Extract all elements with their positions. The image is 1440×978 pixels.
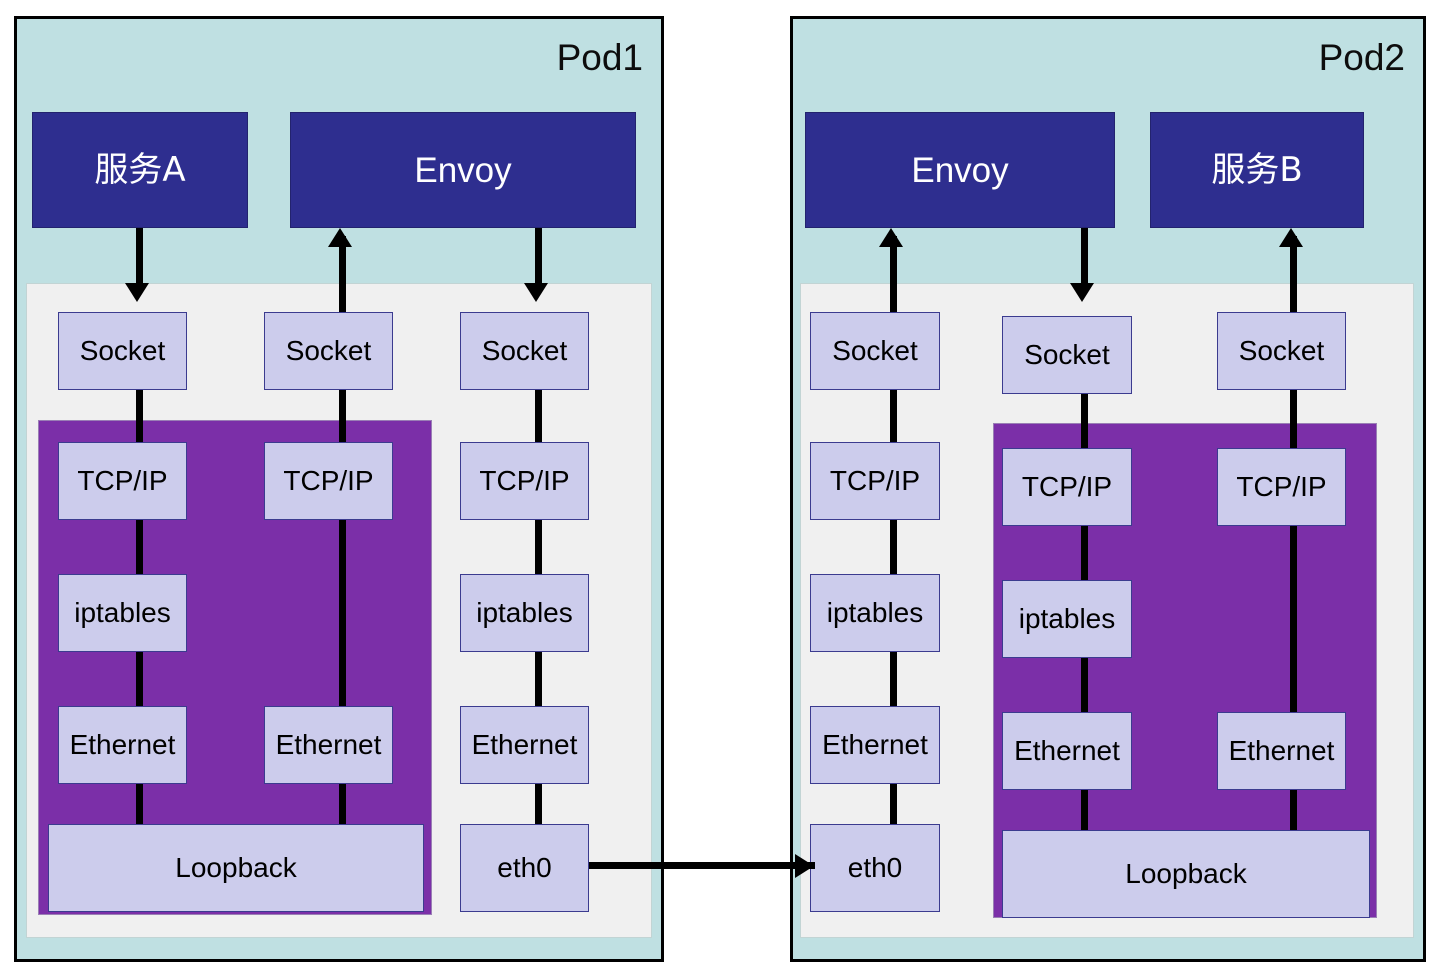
arrowhead-up-socket-service-b	[1279, 228, 1303, 247]
stack-box-ethernet-p1c3[interactable]: Ethernet	[460, 706, 589, 784]
link-tcpip-iptables-p1c3	[535, 520, 542, 580]
link-tcpip-ethernet-p2c3	[1290, 526, 1297, 718]
pod-label-pod2: Pod2	[1318, 37, 1405, 78]
stack-box-socket-p1c3[interactable]: Socket	[460, 312, 589, 390]
link-tcpip-iptables-p2c2	[1081, 526, 1088, 586]
connector-envoy-to-socket-pod1	[535, 228, 542, 290]
arrowhead-down-service-a-socket	[125, 283, 149, 302]
link-ethernet-loopback-p2c2	[1081, 790, 1088, 838]
stack-box-socket-p1c1[interactable]: Socket	[58, 312, 187, 390]
stack-box-ethernet-p1c2[interactable]: Ethernet	[264, 706, 393, 784]
stack-box-iptables-p2c1[interactable]: iptables	[810, 574, 940, 652]
stack-box-eth0-pod2[interactable]: eth0	[810, 824, 940, 912]
link-iptables-ethernet-p1c1	[136, 652, 143, 712]
stack-box-ethernet-p1c1[interactable]: Ethernet	[58, 706, 187, 784]
stack-box-socket-p2c1[interactable]: Socket	[810, 312, 940, 390]
stack-box-iptables-p2c2[interactable]: iptables	[1002, 580, 1132, 658]
link-ethernet-loopback-p2c3	[1290, 790, 1297, 838]
link-tcpip-ethernet-p1c2	[339, 520, 346, 712]
stack-box-tcpip-p1c1[interactable]: TCP/IP	[58, 442, 187, 520]
stack-box-tcpip-p2c3[interactable]: TCP/IP	[1217, 448, 1346, 526]
connector-socket-to-service-b	[1290, 236, 1297, 316]
app-box-envoy-pod2[interactable]: Envoy	[805, 112, 1115, 228]
stack-box-tcpip-p1c3[interactable]: TCP/IP	[460, 442, 589, 520]
stack-box-iptables-p1c3[interactable]: iptables	[460, 574, 589, 652]
link-tcpip-iptables-p1c1	[136, 520, 143, 580]
link-ethernet-loopback-p1c1	[136, 784, 143, 832]
stack-box-ethernet-p2c3[interactable]: Ethernet	[1217, 712, 1346, 790]
stack-box-eth0-pod1[interactable]: eth0	[460, 824, 589, 912]
link-ethernet-eth0-p2c1	[890, 784, 897, 832]
arrowhead-up-socket-envoy-pod1	[328, 228, 352, 247]
link-socket-tcpip-p2c2	[1081, 394, 1088, 454]
link-socket-tcpip-p1c1	[136, 390, 143, 450]
link-socket-tcpip-p2c1	[890, 390, 897, 450]
app-box-service-b[interactable]: 服务B	[1150, 112, 1364, 228]
link-iptables-ethernet-p2c1	[890, 652, 897, 712]
app-box-service-a[interactable]: 服务A	[32, 112, 248, 228]
inter-pod-connector-line	[589, 862, 815, 869]
link-socket-tcpip-p1c3	[535, 390, 542, 450]
pod-label-pod1: Pod1	[556, 37, 643, 78]
connector-socket-to-envoy-pod1	[339, 236, 346, 316]
stack-box-iptables-p1c1[interactable]: iptables	[58, 574, 187, 652]
stack-box-socket-p2c2[interactable]: Socket	[1002, 316, 1132, 394]
stack-box-ethernet-p2c2[interactable]: Ethernet	[1002, 712, 1132, 790]
link-tcpip-iptables-p2c1	[890, 520, 897, 580]
link-ethernet-loopback-p1c2	[339, 784, 346, 832]
link-socket-tcpip-p1c2	[339, 390, 346, 450]
stack-box-tcpip-p2c1[interactable]: TCP/IP	[810, 442, 940, 520]
stack-box-loopback-pod2[interactable]: Loopback	[1002, 830, 1370, 918]
link-socket-tcpip-p2c3	[1290, 390, 1297, 454]
app-box-envoy-pod1[interactable]: Envoy	[290, 112, 636, 228]
connector-service-a-to-socket	[136, 228, 143, 290]
link-ethernet-eth0-p1c3	[535, 784, 542, 832]
arrowhead-down-envoy-socket-pod2	[1070, 283, 1094, 302]
stack-box-socket-p1c2[interactable]: Socket	[264, 312, 393, 390]
stack-box-socket-p2c3[interactable]: Socket	[1217, 312, 1346, 390]
stack-box-tcpip-p2c2[interactable]: TCP/IP	[1002, 448, 1132, 526]
stack-box-tcpip-p1c2[interactable]: TCP/IP	[264, 442, 393, 520]
arrowhead-right-inter-pod	[795, 854, 814, 878]
connector-envoy-to-socket-pod2	[1081, 228, 1088, 290]
connector-socket-to-envoy-pod2	[890, 236, 897, 316]
stack-box-ethernet-p2c1[interactable]: Ethernet	[810, 706, 940, 784]
arrowhead-down-envoy-socket-pod1	[524, 283, 548, 302]
arrowhead-up-socket-envoy-pod2	[879, 228, 903, 247]
stack-box-loopback-pod1[interactable]: Loopback	[48, 824, 424, 912]
link-iptables-ethernet-p2c2	[1081, 658, 1088, 718]
link-iptables-ethernet-p1c3	[535, 652, 542, 712]
